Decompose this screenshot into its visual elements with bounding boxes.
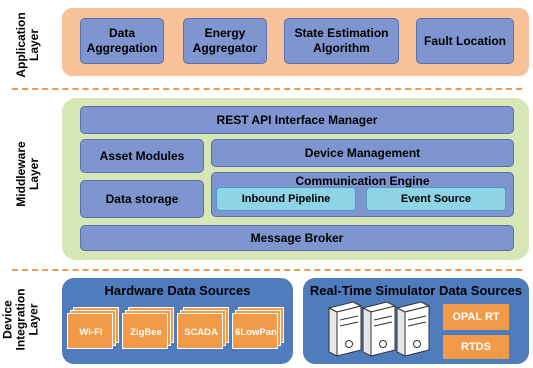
fault-location-label: Fault Location (424, 33, 506, 48)
zigbee-label: ZigBee (130, 326, 162, 338)
layer-divider-top (12, 88, 522, 90)
energy-aggregator-label: Energy Aggregator (192, 26, 258, 55)
6lowpan-source-stack: 6LowPan (232, 307, 284, 349)
layer-divider-bottom (12, 269, 522, 271)
application-layer-label: Application Layer (14, 5, 41, 85)
server-icon-2 (361, 301, 397, 357)
data-aggregation-box: Data Aggregation (80, 18, 164, 64)
middleware-layer-label: Middleware Layer (14, 134, 41, 214)
device-management-label: Device Management (304, 145, 421, 160)
rest-api-label: REST API Interface Manager (216, 112, 378, 127)
fault-location-box: Fault Location (416, 18, 514, 64)
application-layer-text: Application Layer (14, 12, 41, 78)
scada-source-stack: SCADA (177, 307, 229, 349)
scada-label: SCADA (184, 326, 218, 338)
device-integration-layer-text: Device Integration Layer (0, 288, 41, 351)
scada-card-front: SCADA (177, 313, 223, 349)
zigbee-source-stack: ZigBee (122, 307, 174, 349)
state-estimation-label: State Estimation Algorithm (294, 26, 389, 55)
6lowpan-card-front: 6LowPan (232, 313, 278, 349)
hardware-data-sources-title: Hardware Data Sources (104, 283, 251, 298)
server-icon-3 (395, 301, 431, 357)
inbound-pipeline-box: Inbound Pipeline (216, 187, 356, 211)
communication-engine-label: Communication Engine (295, 174, 430, 188)
opal-rt-tag: OPAL RT (443, 304, 509, 330)
wifi-label: Wi-Fi (79, 326, 103, 338)
energy-aggregator-box: Energy Aggregator (183, 18, 267, 64)
opal-rt-label: OPAL RT (452, 311, 500, 323)
real-time-simulator-title: Real-Time Simulator Data Sources (309, 283, 523, 298)
rtds-label: RTDS (461, 341, 491, 353)
data-storage-label: Data storage (105, 191, 179, 206)
asset-modules-label: Asset Modules (99, 148, 185, 163)
zigbee-card-front: ZigBee (122, 313, 168, 349)
data-aggregation-label: Data Aggregation (86, 26, 158, 55)
middleware-layer-text: Middleware Layer (14, 141, 41, 207)
wifi-source-stack: Wi-Fi (67, 307, 119, 349)
6lowpan-label: 6LowPan (235, 326, 277, 338)
event-source-box: Event Source (366, 187, 506, 211)
inbound-pipeline-label: Inbound Pipeline (241, 193, 331, 205)
message-broker-label: Message Broker (250, 230, 344, 245)
event-source-label: Event Source (400, 193, 472, 205)
data-storage-box: Data storage (80, 180, 204, 218)
server-icon-1 (327, 301, 363, 357)
asset-modules-box: Asset Modules (80, 139, 204, 173)
device-integration-layer-label: Device Integration Layer (0, 275, 41, 365)
rtds-tag: RTDS (443, 335, 509, 359)
state-estimation-box: State Estimation Algorithm (284, 18, 399, 64)
rest-api-box: REST API Interface Manager (80, 106, 514, 134)
wifi-card-front: Wi-Fi (67, 313, 113, 349)
device-management-box: Device Management (211, 139, 514, 167)
message-broker-box: Message Broker (80, 225, 514, 251)
server-rack-icon (327, 301, 431, 357)
